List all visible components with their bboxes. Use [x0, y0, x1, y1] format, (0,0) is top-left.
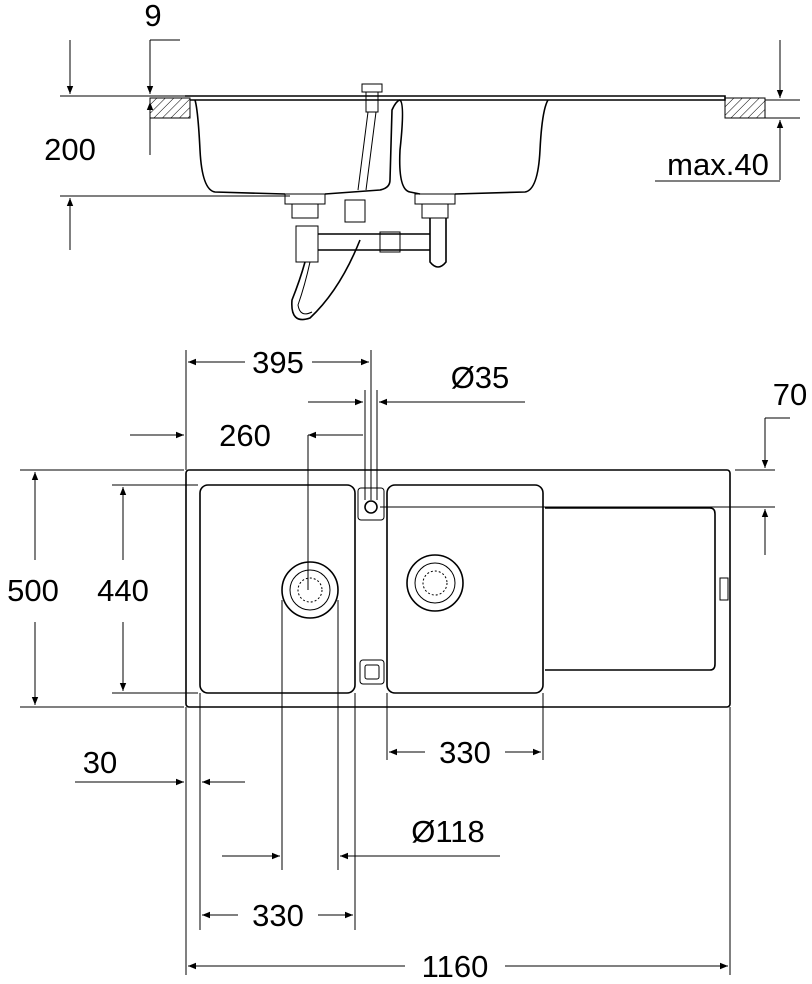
left-drain [281, 561, 339, 619]
side-view: 9 200 max.40 [44, 0, 800, 321]
dim-edge-label: 30 [83, 745, 117, 780]
drainer [545, 507, 716, 671]
dim-right-bowl-label: 330 [439, 735, 491, 770]
dim-total-depth-label: 500 [7, 573, 59, 608]
counter-right-section [724, 97, 766, 119]
dim-bowl-depth-label: 440 [97, 573, 149, 608]
dim-depth-label: 200 [44, 132, 96, 167]
overflow [359, 659, 385, 685]
sink-outline [185, 469, 731, 708]
right-drain [406, 554, 464, 612]
sink-rim [185, 95, 726, 101]
plan-view: 395 Ø35 70 260 500 440 30 [7, 345, 807, 984]
left-bowl-profile [194, 99, 401, 195]
right-bowl [386, 484, 544, 694]
dim-counter-label: max.40 [667, 147, 769, 182]
dim-tap-hole-label: Ø35 [451, 360, 510, 395]
counter-left-section [149, 97, 191, 119]
dim-total-width-label: 1160 [422, 949, 489, 984]
left-bowl [199, 484, 356, 694]
dim-tap-offset-label: 395 [252, 345, 304, 380]
tap-fitting [357, 83, 383, 191]
right-bowl-profile [398, 99, 549, 195]
dim-left-bowl-label: 330 [252, 898, 304, 933]
drain-waste-assembly [284, 193, 456, 321]
drainer-plug [719, 577, 729, 601]
dim-drain-dia-label: Ø118 [411, 814, 485, 849]
tap-hole [364, 500, 378, 514]
dim-tap-edge-label: 70 [773, 377, 807, 412]
dim-rim-label: 9 [144, 0, 161, 33]
dim-drain-offset-label: 260 [219, 418, 271, 453]
